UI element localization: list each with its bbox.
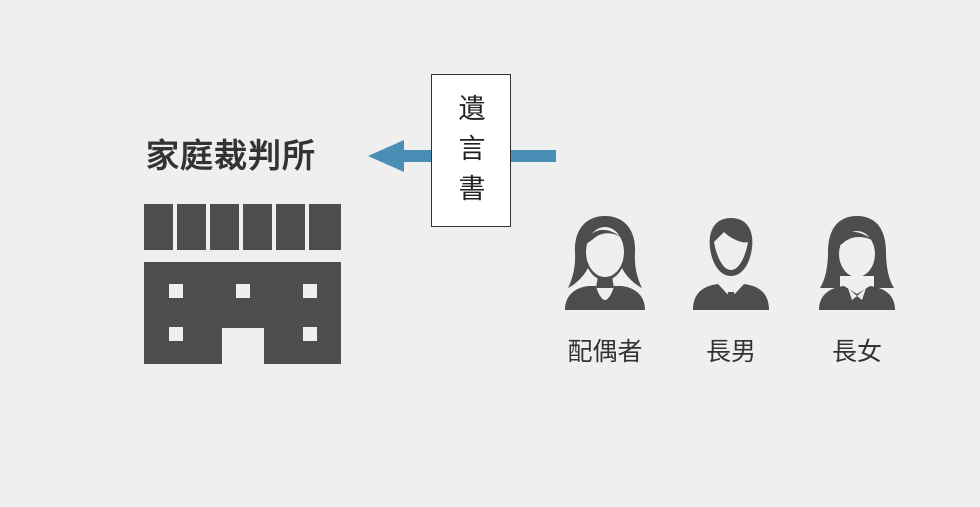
will-char: 遺 (458, 94, 486, 125)
man-icon (693, 218, 769, 310)
court-building-icon (144, 204, 341, 364)
will-char: 書 (458, 174, 486, 205)
family-court-label: 家庭裁判所 (146, 136, 316, 175)
will-char: 言 (458, 134, 486, 165)
eldest-daughter-label: 長女 (831, 337, 882, 366)
girl-icon (819, 216, 895, 310)
eldest-son-label: 長男 (705, 337, 756, 366)
woman-icon (565, 216, 645, 310)
spouse-label: 配偶者 (567, 337, 643, 366)
will-document: 遺 言 書 (431, 74, 511, 227)
